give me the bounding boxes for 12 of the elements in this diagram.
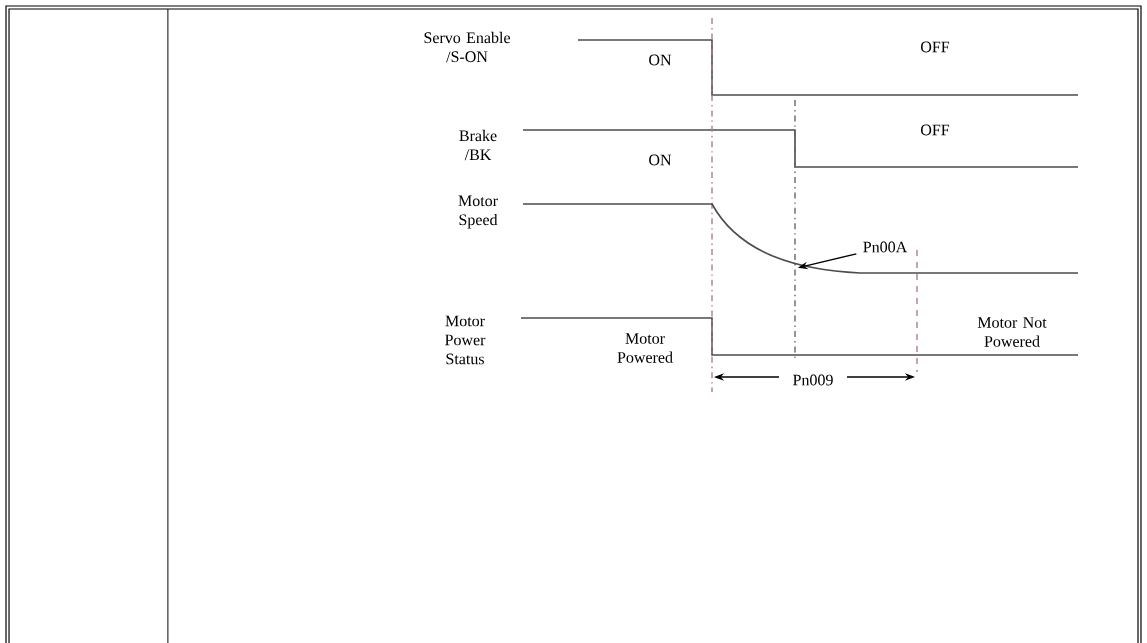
signal-label: Brake /BK xyxy=(459,129,497,161)
signal-label: OFF xyxy=(921,41,950,53)
signal-label: ON xyxy=(649,154,672,166)
signal-label: Servo Enable /S-ON xyxy=(424,31,510,63)
dimension-label: Pn009 xyxy=(779,370,847,390)
signal-label: OFF xyxy=(921,124,950,136)
signal-label: Motor Powered xyxy=(617,333,673,363)
signal-label: Motor Power Status xyxy=(445,315,486,365)
signal-label: Motor Not Powered xyxy=(977,317,1047,347)
signal-label: ON xyxy=(649,54,672,66)
signal-label: Motor Speed xyxy=(458,195,498,229)
signal-waveform xyxy=(522,203,1079,274)
